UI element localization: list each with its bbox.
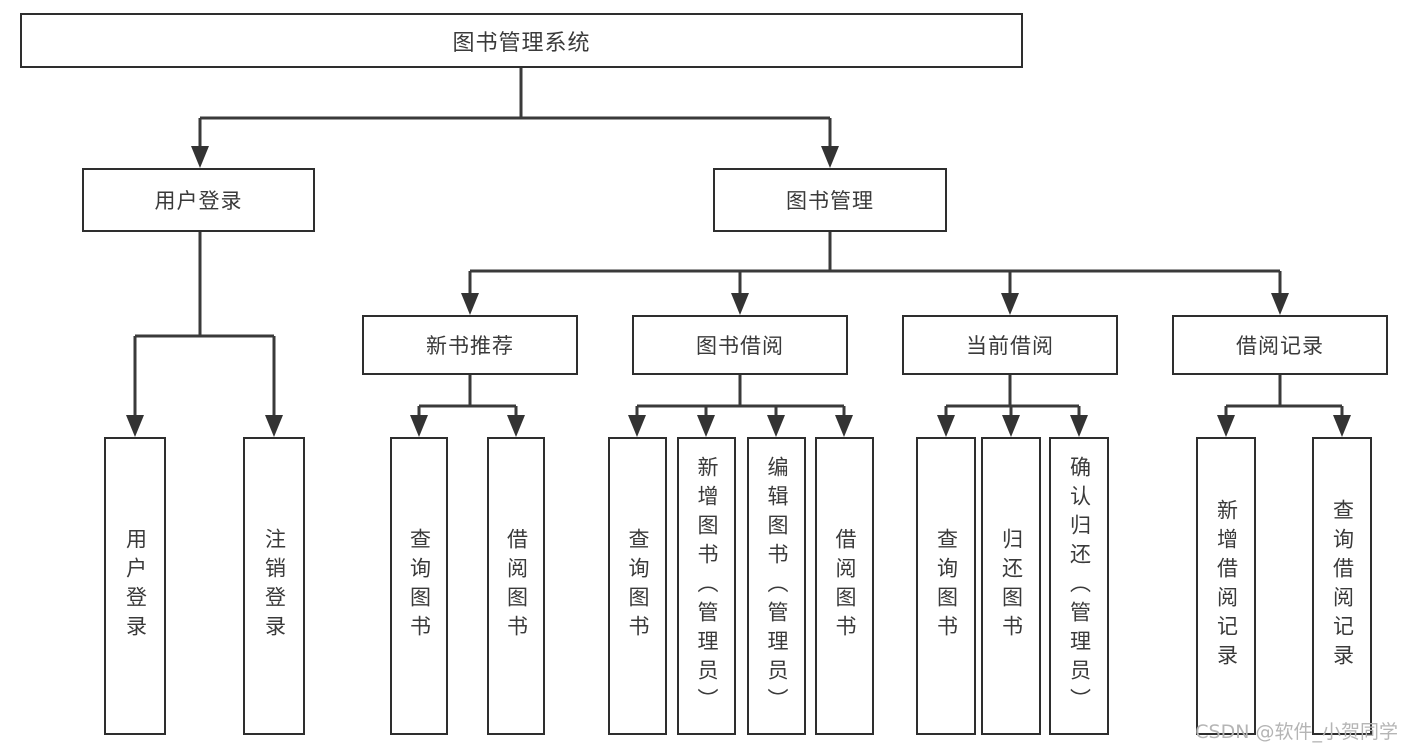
node-current-borrow: 当前借阅: [902, 315, 1118, 375]
leaf-query-books-1: 查询图书: [390, 437, 448, 735]
node-book-borrow: 图书借阅: [632, 315, 848, 375]
node-label: 借阅记录: [1236, 334, 1324, 358]
node-label: 查询图书: [934, 528, 959, 644]
node-label: 用户登录: [123, 528, 148, 644]
node-label: 图书管理: [786, 189, 874, 213]
leaf-confirm-return-admin: 确认归还（管理员）: [1049, 437, 1109, 735]
node-label: 新增图书（管理员）: [695, 455, 719, 717]
leaf-logout: 注销登录: [243, 437, 305, 735]
leaf-query-borrow-record: 查询借阅记录: [1312, 437, 1372, 735]
node-label: 归还图书: [999, 528, 1024, 644]
node-user-login-branch: 用户登录: [82, 168, 315, 232]
connector-arrowheads: [126, 146, 1351, 437]
leaf-edit-book-admin: 编辑图书（管理员）: [747, 437, 806, 735]
leaf-query-books-2: 查询图书: [608, 437, 667, 735]
node-new-book-recommend: 新书推荐: [362, 315, 578, 375]
node-label: 图书借阅: [696, 334, 784, 358]
leaf-add-book-admin: 新增图书（管理员）: [677, 437, 736, 735]
node-label: 查询图书: [626, 528, 650, 644]
node-system-root: 图书管理系统: [20, 13, 1023, 68]
node-label: 查询借阅记录: [1330, 499, 1355, 673]
node-label: 新增借阅记录: [1214, 499, 1239, 673]
csdn-watermark: CSDN @软件_小贺同学: [1195, 721, 1398, 743]
node-label: 确认归还（管理员）: [1067, 455, 1092, 717]
node-label: 新书推荐: [426, 334, 514, 358]
leaf-query-books-3: 查询图书: [916, 437, 976, 735]
node-label: 查询图书: [407, 528, 432, 644]
node-label: 图书管理系统: [452, 30, 591, 56]
node-borrow-records: 借阅记录: [1172, 315, 1388, 375]
node-label: 当前借阅: [966, 334, 1054, 358]
node-book-management-branch: 图书管理: [713, 168, 947, 232]
node-label: 编辑图书（管理员）: [765, 455, 789, 717]
leaf-add-borrow-record: 新增借阅记录: [1196, 437, 1256, 735]
leaf-return-book: 归还图书: [981, 437, 1041, 735]
leaf-borrow-books-2: 借阅图书: [815, 437, 874, 735]
leaf-user-login: 用户登录: [104, 437, 166, 735]
leaf-borrow-books-1: 借阅图书: [487, 437, 545, 735]
node-label: 用户登录: [154, 189, 243, 213]
node-label: 注销登录: [262, 528, 287, 644]
node-label: 借阅图书: [833, 528, 857, 644]
node-label: 借阅图书: [504, 528, 529, 644]
